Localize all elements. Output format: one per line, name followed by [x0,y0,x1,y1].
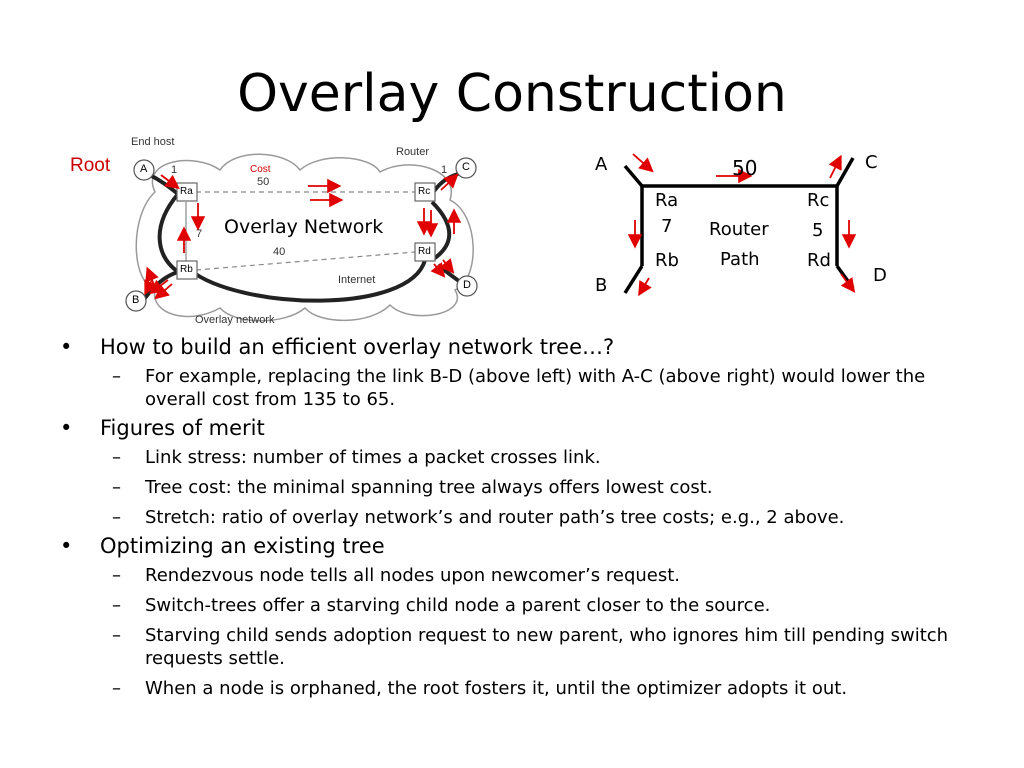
sub-bullet-item: – Link stress: number of times a packet c… [100,446,980,469]
bullet-dot: • [60,335,73,359]
cost-1-left-label: 1 [171,164,178,176]
sub-bullet-text: Rendezvous node tells all nodes upon new… [145,565,681,586]
router-ra-text: Ra [655,190,679,211]
host-c-label: C [462,161,470,173]
internet-label: Internet [338,274,376,286]
sub-bullet-text: When a node is orphaned, the root foster… [145,678,848,699]
bullet-list: • How to build an efficient overlay netw… [60,330,980,700]
sub-bullet-dash: – [112,625,121,646]
link-rb-rd-thick [188,259,427,303]
sub-bullet-dash: – [112,447,121,468]
sub-bullet-item: – For example, replacing the link B-D (ab… [100,365,980,411]
sub-bullet-text: For example, replacing the link B-D (abo… [145,366,926,410]
sub-bullet-item: – Stretch: ratio of overlay network’s and… [100,506,980,529]
sub-bullet-text: Starving child sends adoption request to… [145,625,949,669]
sub-bullet-item: – Starving child sends adoption request t… [100,624,980,670]
router-rd-label: Rd [418,246,431,257]
router-node-d: D [873,265,887,286]
host-a-label: A [140,163,148,175]
router-cost-top: 50 [732,156,758,180]
overlay-network-diagram [125,153,478,322]
bullet-dot: • [60,416,73,440]
cost-50-label: 50 [257,176,270,188]
router-label: Router [396,146,430,158]
router-rc [414,182,436,202]
link-ra-rb [157,192,180,274]
sub-bullet-dash: – [112,477,121,498]
router-path-figure: A B C D 50 Ra 7 Rb Rc 5 Rd Router Path [585,148,895,303]
cost-40-label: 40 [273,246,286,258]
host-a [133,159,155,181]
overlay-network-label: Overlay Network [224,216,384,238]
bullet-text: Optimizing an existing tree [100,534,385,558]
router-path-lines [623,157,855,294]
bullet-text: Figures of merit [100,416,265,440]
host-b-label: B [132,294,140,306]
router-rb [176,260,198,280]
slide-title: Overlay Construction [237,64,787,124]
router-node-a: A [595,154,608,175]
sub-bullet-text: Tree cost: the minimal spanning tree alw… [145,477,713,498]
host-b [125,290,147,312]
sub-bullet-dash: – [112,565,121,586]
internet-cloud [135,153,474,322]
cost-label: Cost [250,164,271,175]
router-cost-right: 5 [812,220,824,241]
router-path-diagram [623,153,857,297]
router-rb-text: Rb [655,250,679,271]
sub-bullet-dash: – [112,366,121,387]
router-ra [176,182,198,202]
router-node-b: B [595,275,608,296]
router-rd [414,242,436,262]
sub-bullet-text: Switch-trees offer a starving child node… [145,595,771,616]
cost-7-label: 7 [196,228,203,240]
overlay-network-caption: Overlay network [195,314,275,326]
sub-bullet-list: – Rendezvous node tells all nodes upon ne… [100,564,980,700]
sub-bullet-item: – When a node is orphaned, the root foste… [100,677,980,700]
sub-bullet-dash: – [112,678,121,699]
sub-bullet-item: – Switch-trees offer a starving child nod… [100,594,980,617]
router-node-c: C [865,152,878,173]
router-rc-label: Rc [418,186,431,197]
link-rb-rd [195,251,416,271]
overlay-network-figure: Root End host Router Cost 50 40 7 1 1 Ov… [60,130,500,335]
sub-bullet-list: – Link stress: number of times a packet c… [100,446,980,529]
router-path-line1: Router [709,219,769,240]
root-label: Root [70,155,111,176]
sub-bullet-dash: – [112,507,121,528]
sub-bullet-text: Stretch: ratio of overlay network’s and … [145,507,845,528]
router-cost-left: 7 [661,216,673,237]
router-rd-text: Rd [807,250,831,271]
router-path-line2: Path [720,249,760,270]
sub-bullet-dash: – [112,595,121,616]
router-ra-label: Ra [180,186,193,197]
bullet-text: How to build an efficient overlay networ… [100,335,615,359]
bullet-item: • How to build an efficient overlay netw… [60,334,980,411]
router-path-arrows [627,153,857,297]
router-rc-text: Rc [807,190,830,211]
bullet-dot: • [60,534,73,558]
end-host-label: End host [131,136,175,148]
sub-bullet-item: – Rendezvous node tells all nodes upon ne… [100,564,980,587]
host-c [455,157,477,179]
sub-bullet-list: – For example, replacing the link B-D (ab… [100,365,980,411]
bullet-item: • Figures of merit – Link stress: number … [60,415,980,529]
host-d-label: D [463,279,471,291]
link-rc-rd [430,200,452,262]
red-arrows [144,173,462,300]
sub-bullet-item: – Tree cost: the minimal spanning tree al… [100,476,980,499]
router-rb-label: Rb [180,264,193,275]
sub-bullet-text: Link stress: number of times a packet cr… [145,447,601,468]
host-d [456,275,478,297]
cost-1-right-label: 1 [441,164,448,176]
bullet-item: • Optimizing an existing tree – Rendezvou… [60,533,980,700]
